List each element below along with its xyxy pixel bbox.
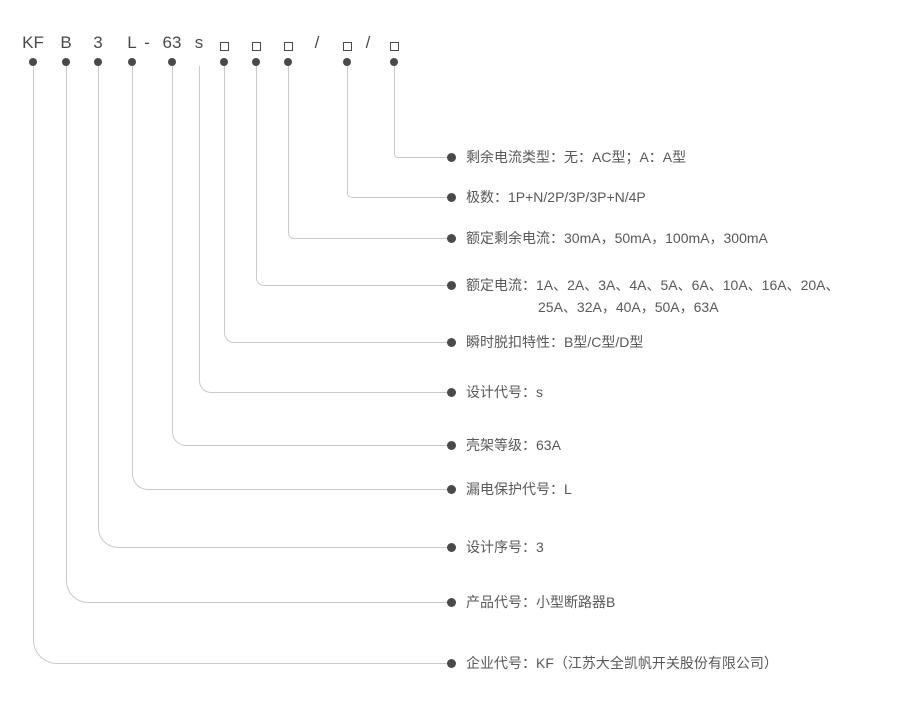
code-dot	[220, 58, 228, 66]
label-line: 产品代号：小型断路器B	[466, 594, 616, 610]
label-frame-grade: 壳架等级：63A	[466, 434, 561, 456]
label-line: 剩余电流类型：无：AC型；A：A型	[466, 149, 687, 165]
connector-line	[172, 66, 449, 446]
connector-line	[394, 66, 449, 158]
label-bullet	[447, 543, 456, 552]
label-bullet	[447, 153, 456, 162]
label-line: 设计代号：s	[466, 384, 543, 400]
connector-line	[66, 66, 449, 603]
code-symbol-enterprise-code: KF	[22, 33, 44, 52]
label-line: 漏电保护代号：L	[466, 481, 572, 497]
code-dot	[252, 58, 260, 66]
label-design-serial-number: 设计序号：3	[466, 536, 544, 558]
connector-line	[256, 66, 449, 286]
label-bullet	[447, 485, 456, 494]
code-box-pole-number	[343, 42, 352, 51]
label-line: 壳架等级：63A	[466, 437, 561, 453]
connector-line	[199, 66, 449, 393]
code-separator: /	[314, 33, 320, 52]
label-instantaneous-tripping-characteristic: 瞬时脱扣特性：B型/C型/D型	[466, 331, 643, 353]
label-line: 企业代号：KF（江苏大全凯帆开关股份有限公司）	[466, 655, 778, 671]
code-symbol-design-serial-number: 3	[93, 33, 103, 52]
label-design-code: 设计代号：s	[466, 381, 543, 403]
label-line-2: 25A、32A，40A，50A，63A	[538, 299, 719, 315]
label-bullet	[447, 234, 456, 243]
code-dot	[168, 58, 176, 66]
code-dot	[62, 58, 70, 66]
connector-line	[288, 66, 449, 239]
code-symbol-frame-grade: 63	[162, 33, 182, 52]
label-pole-number: 极数：1P+N/2P/3P/3P+N/4P	[466, 186, 646, 208]
connector-line	[347, 66, 449, 198]
code-dot	[390, 58, 398, 66]
connector-line	[132, 66, 449, 490]
label-bullet	[447, 338, 456, 347]
code-separator: -	[144, 33, 150, 52]
label-bullet	[447, 281, 456, 290]
label-rated-current: 额定电流：1A、2A、3A、4A、5A、6A、10A、16A、20A、 25A、3…	[466, 274, 839, 318]
label-product-code: 产品代号：小型断路器B	[466, 591, 615, 613]
code-dot	[94, 58, 102, 66]
code-dot	[128, 58, 136, 66]
label-bullet	[447, 388, 456, 397]
label-line: 瞬时脱扣特性：B型/C型/D型	[466, 334, 644, 350]
label-line: 额定剩余电流：30mA，50mA，100mA，300mA	[466, 230, 768, 246]
connector-line	[98, 66, 449, 548]
code-box-rated-current	[252, 42, 261, 51]
connector-line	[33, 66, 449, 664]
code-symbol-leakage-protection-code: L	[127, 33, 137, 52]
label-bullet	[447, 441, 456, 450]
label-line: 极数：1P+N/2P/3P/3P+N/4P	[466, 189, 646, 205]
label-enterprise-code: 企业代号：KF（江苏大全凯帆开关股份有限公司）	[466, 652, 778, 674]
connector-line	[224, 66, 449, 343]
code-box-rated-residual-current	[284, 42, 293, 51]
code-box-residual-current-type	[390, 42, 399, 51]
code-dot	[284, 58, 292, 66]
label-line: 额定电流：1A、2A、3A、4A、5A、6A、10A、16A、20A、	[466, 277, 840, 293]
label-bullet	[447, 659, 456, 668]
label-bullet	[447, 193, 456, 202]
code-symbol-product-code: B	[60, 33, 72, 52]
label-leakage-protection-code: 漏电保护代号：L	[466, 478, 572, 500]
code-separator: /	[365, 33, 371, 52]
code-symbol-design-code: s	[194, 33, 204, 52]
label-rated-residual-current: 额定剩余电流：30mA，50mA，100mA，300mA	[466, 227, 768, 249]
label-bullet	[447, 598, 456, 607]
code-dot	[343, 58, 351, 66]
code-dot	[29, 58, 37, 66]
code-box-instantaneous-tripping-characteristic	[220, 42, 229, 51]
label-line: 设计序号：3	[466, 539, 544, 555]
label-residual-current-type: 剩余电流类型：无：AC型；A：A型	[466, 146, 686, 168]
